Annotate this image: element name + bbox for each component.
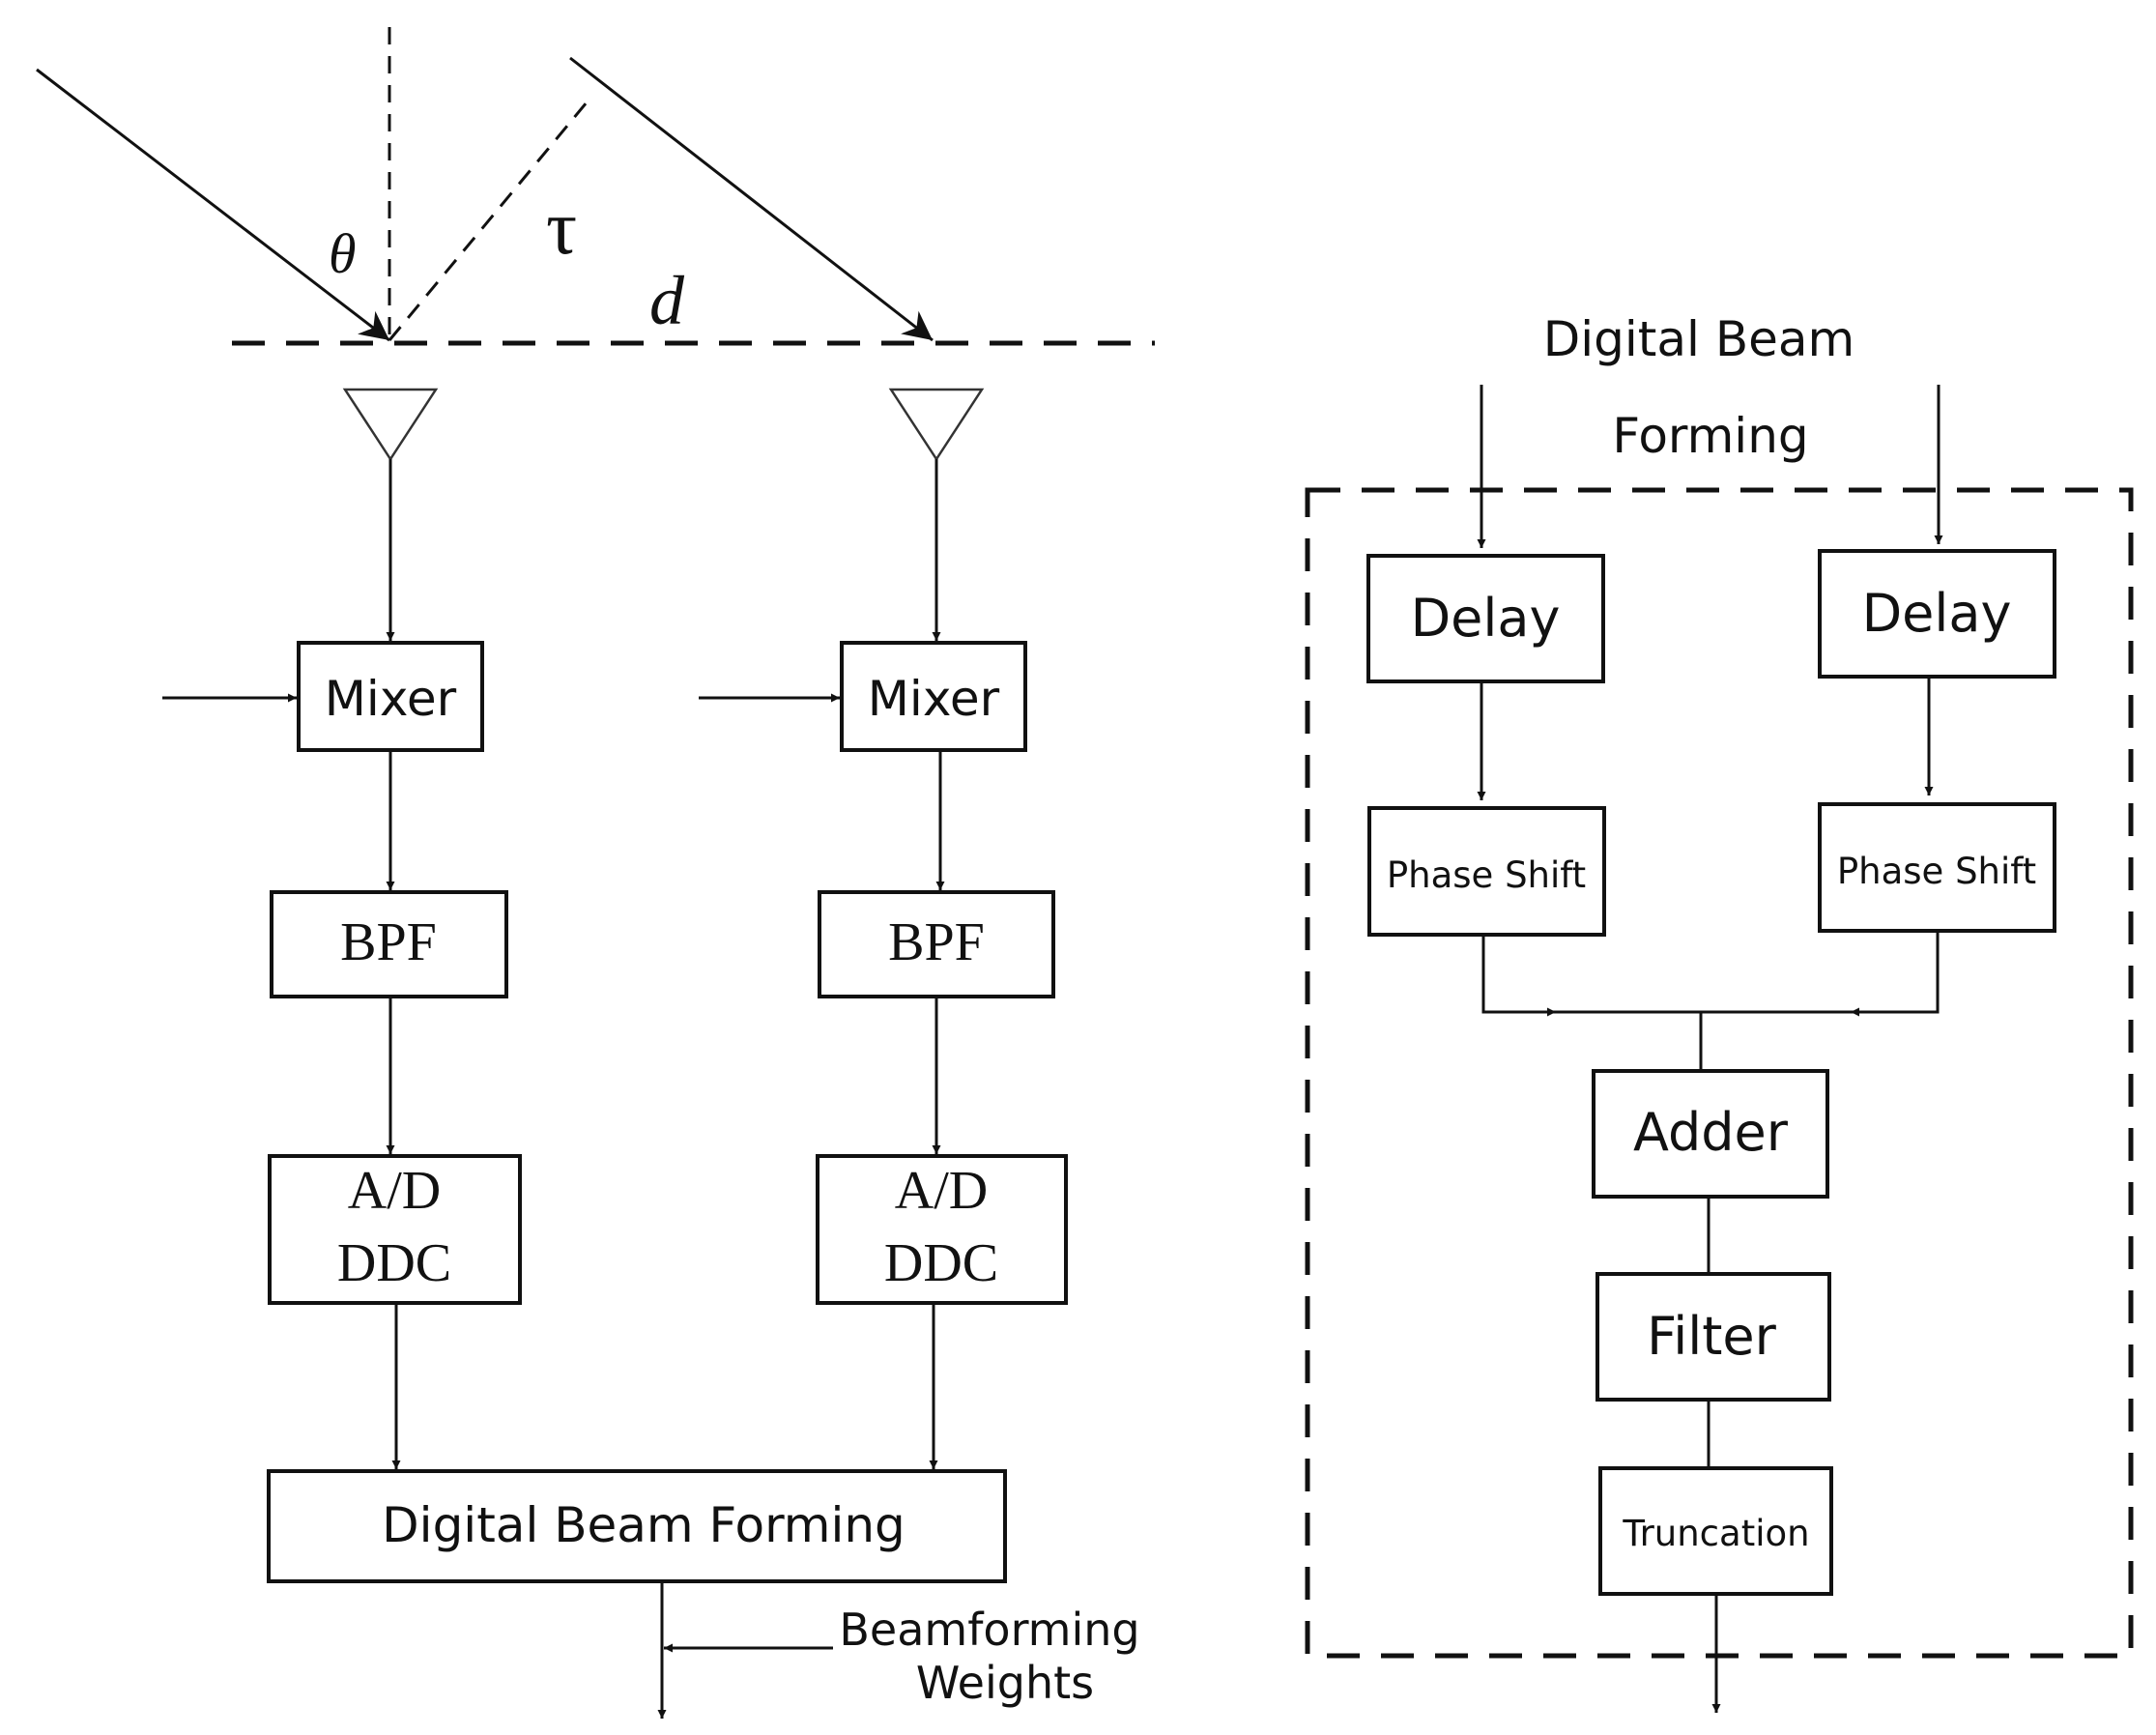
filter-block bbox=[1595, 1272, 1831, 1402]
filter-label: Filter bbox=[1647, 1306, 1777, 1367]
adc-ddc-block bbox=[268, 1154, 522, 1305]
weights-label-line2: Weights bbox=[916, 1657, 1094, 1709]
digital-beam-forming-label: Digital Beam Forming bbox=[382, 1497, 906, 1553]
bpf-block bbox=[818, 890, 1055, 998]
antenna-icon bbox=[342, 388, 439, 462]
mixer-block bbox=[840, 641, 1027, 752]
ddc-label: DDC bbox=[337, 1233, 451, 1293]
dbf-branch-1: Delay Phase Shift bbox=[1366, 385, 1606, 1017]
phase-shift-label: Phase Shift bbox=[1387, 854, 1586, 896]
mixer-label: Mixer bbox=[325, 671, 457, 727]
signal-arrow bbox=[1481, 935, 1556, 1017]
truncation-block bbox=[1598, 1466, 1833, 1596]
tau-symbol: τ bbox=[546, 186, 577, 271]
wavefront-geometry: θ τ d bbox=[36, 27, 1155, 346]
spacing-symbol: d bbox=[649, 262, 685, 339]
phase-shift-label: Phase Shift bbox=[1837, 851, 2036, 892]
signal-arrow bbox=[1851, 931, 1940, 1017]
right-dbf-internals: Digital Beam Forming Delay Phase Shift D… bbox=[1305, 311, 2134, 1713]
digital-beam-forming-block bbox=[267, 1469, 1007, 1583]
receive-channel-1: Mixer BPF A/D DDC bbox=[162, 388, 522, 1469]
left-receiver-chain: θ τ d Mixer BPF A/D DDC Mixer bbox=[36, 27, 1155, 1719]
dbf-branch-2: Delay Phase Shift bbox=[1818, 385, 2056, 1017]
adder-block bbox=[1592, 1069, 1829, 1199]
dbf-title-line2: Forming bbox=[1612, 408, 1808, 464]
truncation-label: Truncation bbox=[1622, 1513, 1809, 1554]
path-difference-line bbox=[388, 96, 593, 341]
ddc-label: DDC bbox=[884, 1233, 998, 1293]
bpf-label: BPF bbox=[340, 912, 437, 972]
delay-label: Delay bbox=[1862, 583, 2012, 644]
dbf-title-line1: Digital Beam bbox=[1543, 311, 1854, 367]
phase-shift-block bbox=[1818, 802, 2056, 933]
adc-ddc-block bbox=[816, 1154, 1068, 1305]
antenna-icon bbox=[888, 388, 985, 462]
delay-block bbox=[1366, 554, 1605, 683]
incident-ray-2 bbox=[569, 56, 934, 342]
mixer-label: Mixer bbox=[868, 671, 1000, 727]
delay-block bbox=[1818, 549, 2056, 679]
weights-label-line1: Beamforming bbox=[839, 1604, 1139, 1656]
bpf-label: BPF bbox=[888, 912, 985, 972]
phase-shift-block bbox=[1367, 806, 1606, 937]
incident-ray-1 bbox=[36, 68, 390, 342]
mixer-block bbox=[297, 641, 484, 752]
delay-label: Delay bbox=[1411, 588, 1561, 649]
theta-symbol: θ bbox=[329, 222, 357, 285]
receive-channel-2: Mixer BPF A/D DDC bbox=[699, 388, 1068, 1469]
adder-label: Adder bbox=[1633, 1102, 1789, 1163]
adc-label: A/D bbox=[895, 1161, 988, 1221]
adc-label: A/D bbox=[348, 1161, 441, 1221]
dbf-boundary bbox=[1305, 487, 2134, 1659]
